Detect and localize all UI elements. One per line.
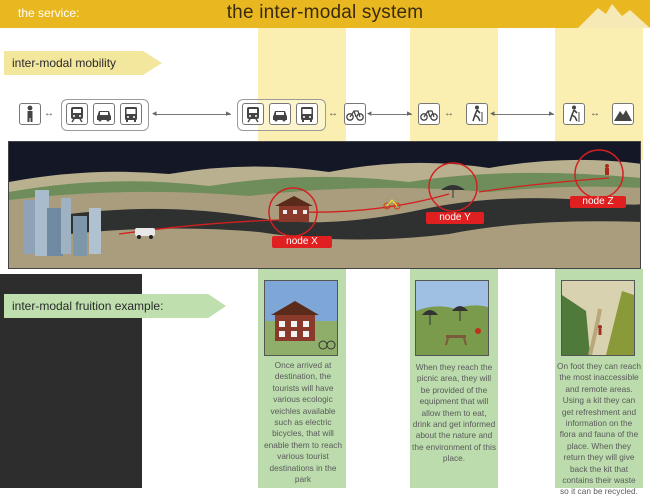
node-y-picture [415,280,489,356]
page-title: the inter-modal system [226,2,424,23]
bidirectional-arrow-icon: ↔ [44,108,54,119]
arrow-left-icon: ◂ [367,108,372,118]
mountain-logo-icon [578,4,650,28]
header-bar [0,0,650,28]
arrow-right-icon: ▸ [226,108,231,118]
train-icon [66,103,88,125]
bidirectional-arrow-icon: ↔ [328,108,338,119]
beam-node-x [258,28,346,160]
arrow-right-icon: ▸ [407,108,412,118]
city-buildings [23,190,101,256]
lodge-house [275,196,313,222]
car-on-road [135,228,155,239]
bidirectional-arrow-icon: ↔ [444,108,454,119]
beam-node-y [410,28,498,160]
person-icon [19,103,41,125]
arrow-left-icon: ◂ [152,108,157,118]
car-icon [269,103,291,125]
bicycle-icon [418,103,440,125]
car-icon [93,103,115,125]
node-z-label: node Z [570,196,626,208]
mobility-section-label: inter-modal mobility [4,51,162,75]
node-x-picture [264,280,338,356]
node-z-picture [561,280,635,356]
node-y-label: node Y [426,212,484,224]
fruition-section-label: inter-modal fruition example: [4,294,226,318]
bus-icon [120,103,142,125]
mountain-icon [612,103,634,125]
landscape-scene [8,141,641,269]
arrow-left-icon: ◂ [490,108,495,118]
service-label: the service: [18,6,80,20]
arrow-right-icon: ▸ [549,108,554,118]
node-x-description: Once arrived at destination, the tourist… [264,360,342,485]
connector-line-3 [494,114,554,115]
node-x-label: node X [272,236,332,248]
bidirectional-arrow-icon: ↔ [590,108,600,119]
bus-icon [296,103,318,125]
picnic-umbrella [441,185,465,198]
node-z-description: On foot they can reach the most inaccess… [557,361,641,497]
beam-node-z [555,28,643,160]
bicycle-icon [344,103,366,125]
train-icon [242,103,264,125]
connector-line-1 [155,114,231,115]
hiker-figure [605,164,609,175]
hiker-icon [466,103,488,125]
hiker-icon [563,103,585,125]
node-y-description: When they reach the picnic area, they wi… [412,362,496,464]
landscape-illustration [9,142,640,268]
connector-line-2 [372,114,412,115]
cyclist [383,199,401,210]
